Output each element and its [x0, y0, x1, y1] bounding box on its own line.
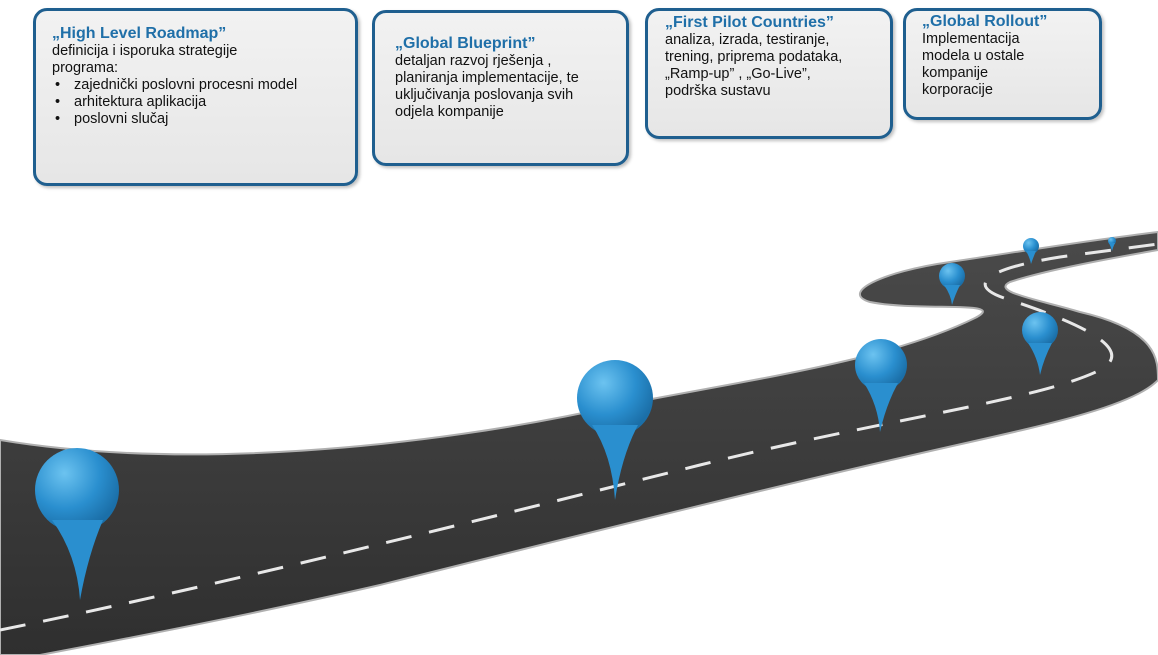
phase-box-global-rollout: „Global Rollout” Implementacija modela u…	[903, 8, 1102, 120]
phase-text: podrška sustavu	[665, 83, 771, 99]
map-pin-icon	[1022, 312, 1058, 375]
phase-text: Implementacija	[922, 31, 1020, 47]
phase-text: korporacije	[922, 82, 993, 98]
phase-text: „Ramp-up” , „Go-Live”,	[665, 66, 811, 82]
phase-box-high-level-roadmap: „High Level Roadmap” definicija i isporu…	[33, 8, 358, 186]
phase-box-global-blueprint: „Global Blueprint” detaljan razvoj rješe…	[372, 10, 629, 166]
phase-text: trening, priprema podataka,	[665, 49, 843, 65]
phase-text: uključivanja poslovanja svih	[395, 87, 574, 103]
phase-bullet: arhitektura aplikacija	[52, 94, 345, 111]
phase-title: „High Level Roadmap”	[52, 25, 227, 42]
phase-text: odjela kompanije	[395, 104, 504, 120]
phase-text: analiza, izrada, testiranje,	[665, 32, 830, 48]
road-centre-line	[0, 242, 1158, 632]
phase-text: detaljan razvoj rješenja ,	[395, 53, 552, 69]
phase-text: modela u ostale	[922, 48, 1025, 64]
phase-text: definicija i isporuka strategije	[52, 43, 238, 59]
phase-bullet: poslovni slučaj	[52, 111, 345, 128]
map-pin-icon	[855, 339, 907, 432]
phase-title: „Global Rollout”	[922, 13, 1048, 30]
phase-bullet-list: zajednički poslovni procesni model arhit…	[52, 77, 345, 128]
road-surface	[0, 230, 1158, 655]
map-pin-icon	[1108, 237, 1116, 251]
map-pin-icon	[939, 263, 965, 305]
map-pin-icon	[1023, 238, 1039, 264]
phase-title: „Global Blueprint”	[395, 35, 536, 52]
phase-text: programa:	[52, 60, 119, 76]
phase-bullet: zajednički poslovni procesni model	[52, 77, 345, 94]
phase-box-first-pilot-countries: „First Pilot Countries” analiza, izrada,…	[645, 8, 893, 139]
map-pin-icon	[35, 448, 119, 600]
phase-text: kompanije	[922, 65, 989, 81]
phase-text: planiranja implementacije, te	[395, 70, 579, 86]
phase-title: „First Pilot Countries”	[665, 14, 834, 31]
map-pin-icon	[577, 360, 653, 500]
